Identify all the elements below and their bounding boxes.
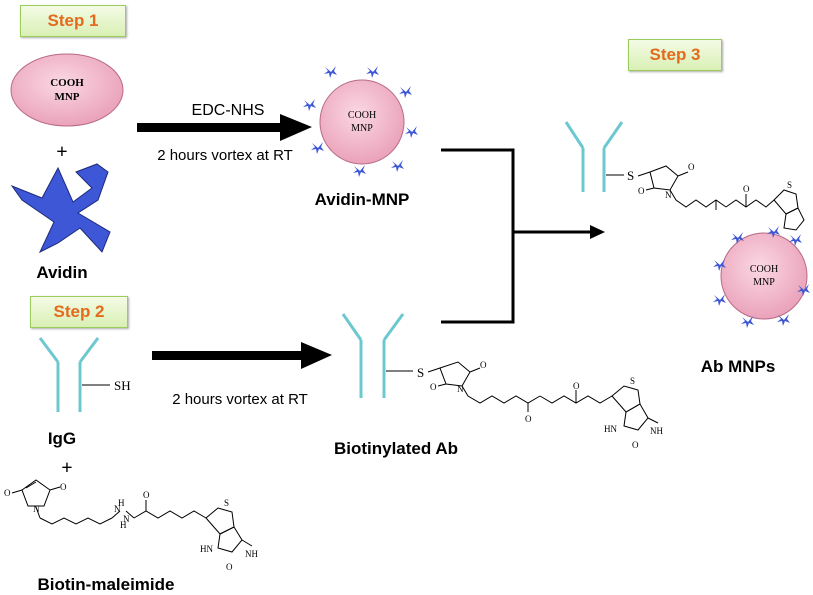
- sh-label: SH: [114, 378, 131, 393]
- step-1-label: Step 1: [20, 5, 126, 37]
- biotinylated-ab-label: Biotinylated Ab: [334, 439, 458, 458]
- svg-text:O: O: [525, 414, 532, 424]
- svg-text:COOH: COOH: [348, 110, 376, 121]
- step1-condition-label: 2 hours vortex at RT: [157, 147, 293, 164]
- ab-mnp-antibody: [564, 121, 624, 192]
- step1-arrow: [137, 114, 312, 141]
- step-3-label: Step 3: [628, 39, 722, 71]
- svg-text:N: N: [665, 190, 672, 200]
- igg-antibody: [38, 337, 100, 412]
- mnp-step1: COOH MNP: [10, 53, 124, 127]
- svg-text:O: O: [226, 562, 233, 572]
- svg-text:O: O: [638, 186, 645, 196]
- step2-arrow: [152, 342, 332, 369]
- ab-mnp-linker: [637, 165, 805, 231]
- svg-text:O: O: [430, 382, 437, 392]
- biotinylated-antibody: [341, 313, 405, 398]
- step2-condition-label: 2 hours vortex at RT: [172, 391, 308, 408]
- step-2-label: Step 2: [30, 296, 128, 328]
- svg-text:MNP: MNP: [753, 277, 775, 288]
- avidin-shape: [10, 163, 111, 254]
- ab-mnp-s-label: S: [627, 168, 634, 183]
- svg-text:HN: HN: [604, 424, 617, 434]
- svg-text:N: N: [114, 504, 121, 514]
- biotinylated-ab-linker: [427, 361, 659, 431]
- edc-nhs-label: EDC-NHS: [192, 102, 265, 119]
- mnp-line2: MNP: [54, 91, 79, 103]
- avidin-mnp-label: Avidin-MNP: [315, 190, 410, 209]
- svg-text:S: S: [630, 376, 635, 386]
- svg-text:O: O: [60, 482, 67, 492]
- ab-mnp-particle: COOH MNP: [713, 226, 810, 328]
- svg-text:NH: NH: [650, 426, 663, 436]
- svg-text:N: N: [123, 514, 130, 524]
- svg-text:O: O: [480, 360, 487, 370]
- biotin-maleimide-label: Biotin-maleimide: [38, 575, 175, 594]
- plus-sign-2: +: [61, 457, 72, 479]
- ab-mnps-label: Ab MNPs: [701, 357, 776, 376]
- biotinylated-s-label: S: [417, 365, 424, 380]
- svg-text:NH: NH: [245, 549, 258, 559]
- svg-text:H: H: [120, 520, 127, 530]
- svg-text:O: O: [632, 440, 639, 450]
- svg-text:O: O: [143, 490, 150, 500]
- svg-text:N: N: [457, 384, 464, 394]
- svg-text:O: O: [4, 488, 11, 498]
- mnp-line1: COOH: [50, 77, 84, 89]
- svg-text:N: N: [33, 504, 40, 514]
- merge-connector: [441, 148, 605, 324]
- svg-text:O: O: [573, 381, 580, 391]
- biotin-maleimide-structure: [11, 479, 253, 553]
- svg-text:O: O: [688, 162, 695, 172]
- svg-text:S: S: [787, 180, 792, 190]
- svg-text:O: O: [743, 184, 750, 194]
- plus-sign-1: +: [56, 141, 67, 163]
- avidin-mnp: COOH MNP: [303, 66, 418, 177]
- igg-label: IgG: [48, 429, 76, 448]
- svg-text:S: S: [224, 498, 229, 508]
- svg-text:MNP: MNP: [351, 123, 373, 134]
- svg-text:H: H: [118, 498, 125, 508]
- svg-text:HN: HN: [200, 544, 213, 554]
- svg-text:COOH: COOH: [750, 264, 778, 275]
- avidin-label: Avidin: [36, 263, 87, 282]
